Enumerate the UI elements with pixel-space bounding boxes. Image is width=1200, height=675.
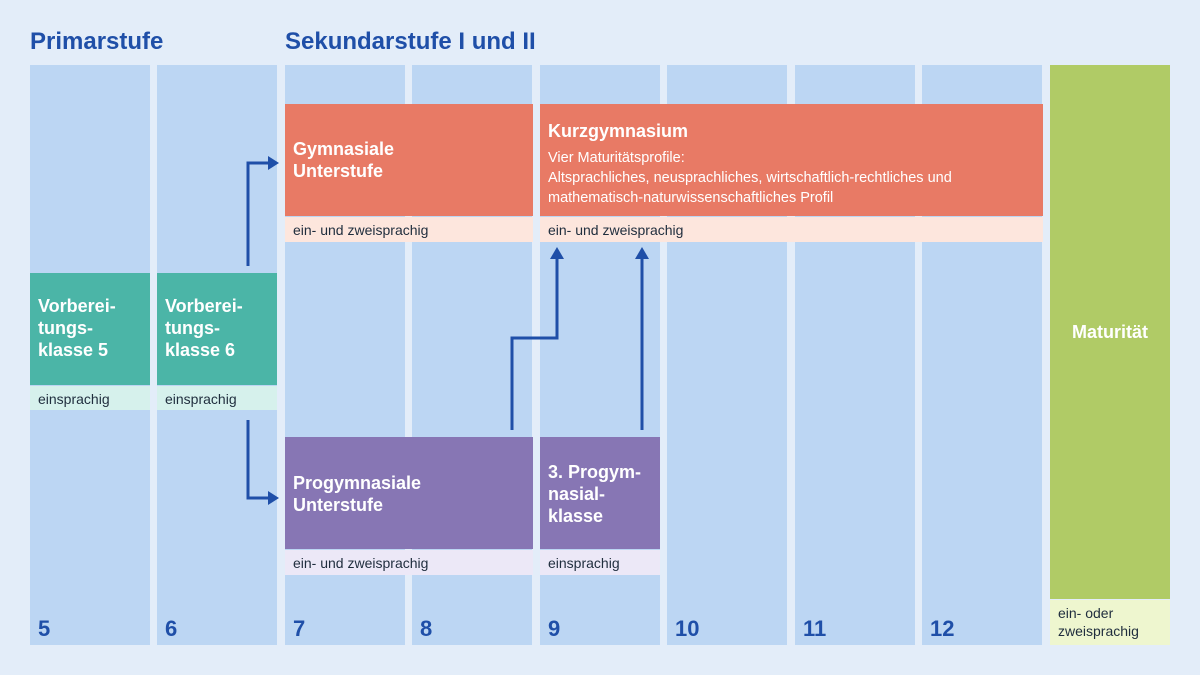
maturitaet-title: Maturität bbox=[1072, 322, 1148, 342]
arrowhead-up-icon bbox=[550, 247, 564, 259]
arrowhead-right-icon bbox=[268, 156, 279, 170]
vorbereitungsklasse-6-box: Vorberei- tungs- klasse 6 bbox=[157, 273, 277, 385]
grade-label: 10 bbox=[675, 616, 700, 641]
vorbereitungsklasse-5-box: Vorberei- tungs- klasse 5 bbox=[30, 273, 150, 385]
grade-label: 12 bbox=[930, 616, 955, 641]
kurzgymnasium-language: ein- und zweisprachig bbox=[540, 217, 1043, 242]
arrow-vk6-to-progymnasiale-unterstufe bbox=[246, 420, 270, 500]
kurzgymnasium-box: Kurzgymnasium Vier Maturitätsprofile: Al… bbox=[540, 104, 1043, 216]
gymnasiale-unterstufe-title: Gymnasiale Unterstufe bbox=[293, 139, 395, 181]
progymnasialklasse-3-title: 3. Progym- nasial- klasse bbox=[548, 462, 642, 526]
maturitaet-language: ein- oder zweisprachig bbox=[1050, 600, 1170, 645]
arrow-progymnasiale-to-kurzgymnasium bbox=[510, 258, 559, 430]
progymnasiale-unterstufe-language: ein- und zweisprachig bbox=[285, 550, 533, 575]
arrowhead-right-icon bbox=[268, 491, 279, 505]
arrowhead-up-icon bbox=[635, 247, 649, 259]
heading-primarstufe: Primarstufe bbox=[30, 28, 164, 55]
grade-label: 8 bbox=[420, 616, 433, 641]
kurzgymnasium-description: Vier Maturitätsprofile: Altsprachliches,… bbox=[548, 150, 952, 206]
progymnasialklasse-3-box: 3. Progym- nasial- klasse bbox=[540, 437, 660, 549]
vorbereitungsklasse-6-title: Vorberei- tungs- klasse 6 bbox=[165, 296, 243, 360]
grade-label: 11 bbox=[803, 616, 827, 641]
grade-label: 5 bbox=[38, 616, 51, 641]
arrow-vk6-to-gymnasiale-unterstufe bbox=[246, 161, 270, 266]
kurzgymnasium-title: Kurzgymnasium bbox=[548, 121, 689, 141]
grade-label: 6 bbox=[165, 616, 178, 641]
progymnasialklasse-3-language: einsprachig bbox=[540, 550, 660, 575]
vorbereitungsklasse-5-language: einsprachig bbox=[30, 386, 150, 410]
vorbereitungsklasse-5-title: Vorberei- tungs- klasse 5 bbox=[38, 296, 116, 360]
progymnasiale-unterstufe-title: Progymnasiale Unterstufe bbox=[293, 473, 422, 515]
vorbereitungsklasse-6-language: einsprachig bbox=[157, 386, 277, 410]
gymnasiale-unterstufe-box: Gymnasiale Unterstufe bbox=[285, 104, 533, 216]
gymnasiale-unterstufe-language: ein- und zweisprachig bbox=[285, 217, 533, 242]
grade-label: 7 bbox=[293, 616, 306, 641]
grade-label: 9 bbox=[548, 616, 561, 641]
heading-sekundarstufe: Sekundarstufe I und II bbox=[285, 28, 536, 55]
progymnasiale-unterstufe-box: Progymnasiale Unterstufe bbox=[285, 437, 533, 549]
maturitaet-box: Maturität bbox=[1050, 65, 1170, 599]
